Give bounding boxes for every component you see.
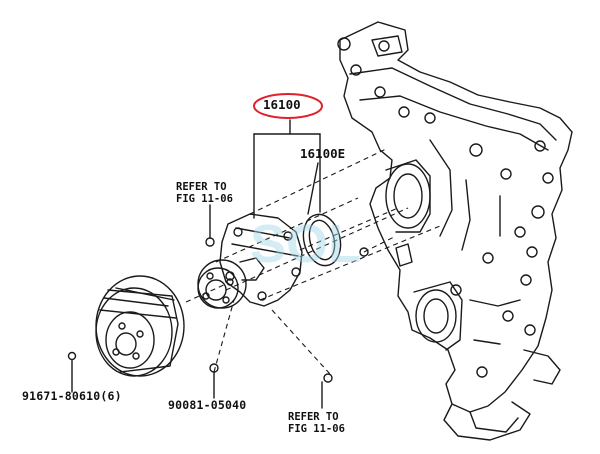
timing-cover bbox=[337, 21, 573, 441]
refer-note-bottom-line2: FIG 11-06 bbox=[288, 423, 345, 435]
alignment-lines bbox=[185, 147, 441, 375]
leader-lines bbox=[71, 119, 323, 409]
refer-note-bottom-line1: REFER TO bbox=[288, 411, 339, 423]
gasket-part-number: 16100E bbox=[300, 146, 346, 161]
bolt-set-part-number: 91671-80610(6) bbox=[22, 389, 122, 403]
bolts bbox=[67, 237, 369, 383]
stud-part-number: 90081-05040 bbox=[168, 398, 247, 412]
refer-note-bottom: REFER TO FIG 11-06 bbox=[288, 411, 345, 435]
watermark: SOL bbox=[250, 214, 361, 274]
refer-note-left: REFER TO FIG 11-06 bbox=[176, 181, 233, 205]
refer-note-left-line2: FIG 11-06 bbox=[176, 193, 233, 205]
gasket-16100E bbox=[302, 213, 342, 267]
refer-note-left-line1: REFER TO bbox=[176, 181, 227, 193]
water-pump-16100 bbox=[197, 213, 303, 309]
main-part-number: 16100 bbox=[263, 97, 301, 112]
main-part-highlight-ring bbox=[253, 93, 323, 119]
pulley bbox=[95, 275, 185, 377]
